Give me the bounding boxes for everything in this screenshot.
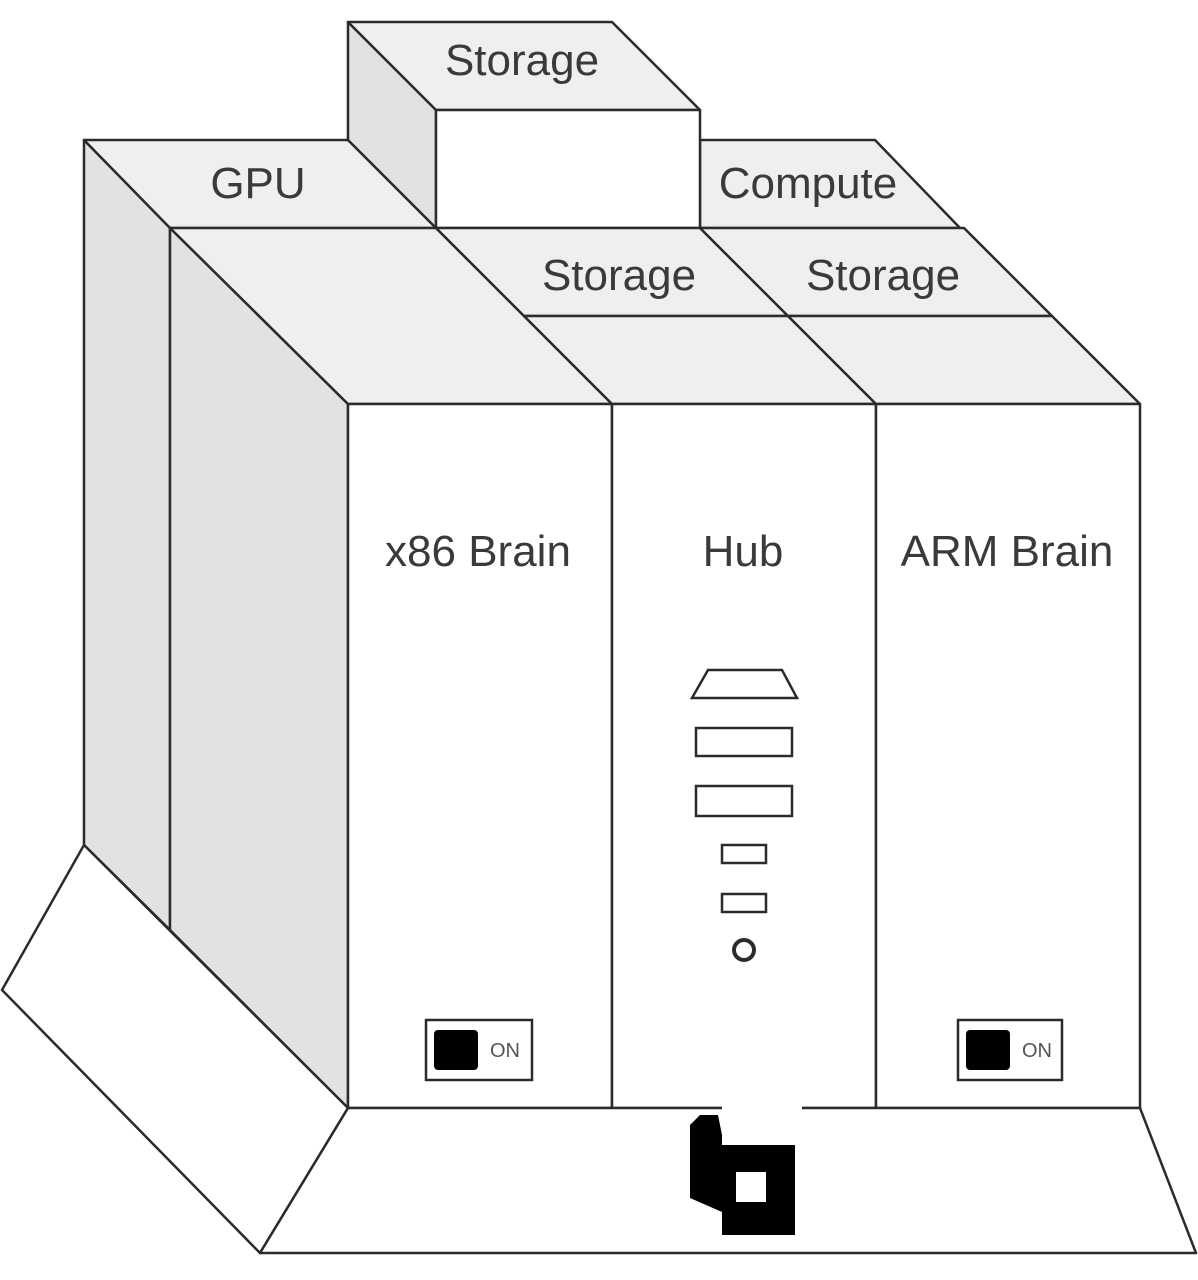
x86-brain-power-switch[interactable]: ON	[424, 1018, 534, 1082]
gpu-side-face	[82, 138, 172, 932]
storage-top-label: Storage	[445, 36, 599, 85]
hub-port-round	[732, 938, 756, 962]
brand-logo-icon	[690, 1105, 802, 1235]
storage-top-module	[346, 20, 702, 230]
compute-label: Compute	[719, 159, 898, 208]
arm-brain-label: ARM Brain	[901, 527, 1114, 576]
storage-top-front-face	[434, 108, 702, 230]
storage-left-label: Storage	[542, 251, 696, 300]
hub-port-trapezoid	[689, 668, 800, 700]
x86-brain-label: x86 Brain	[385, 527, 571, 576]
gpu-label: GPU	[210, 159, 305, 208]
hub-port-large-2	[694, 784, 794, 818]
hub-port-large-1	[694, 726, 794, 758]
switch-label: ON	[1022, 1040, 1052, 1062]
switch-knob	[434, 1030, 478, 1070]
storage-right-label: Storage	[806, 251, 960, 300]
hub-port-small-1	[720, 843, 768, 865]
hub-label: Hub	[703, 527, 784, 576]
hub-port-small-2	[720, 892, 768, 914]
x86-brain-front-face	[346, 402, 614, 1110]
arm-brain-front-face	[874, 402, 1142, 1110]
switch-label: ON	[490, 1040, 520, 1062]
hub-ports	[689, 668, 800, 962]
arm-brain-power-switch[interactable]: ON	[956, 1018, 1064, 1082]
switch-knob	[966, 1030, 1010, 1070]
gpu-module	[82, 138, 438, 932]
